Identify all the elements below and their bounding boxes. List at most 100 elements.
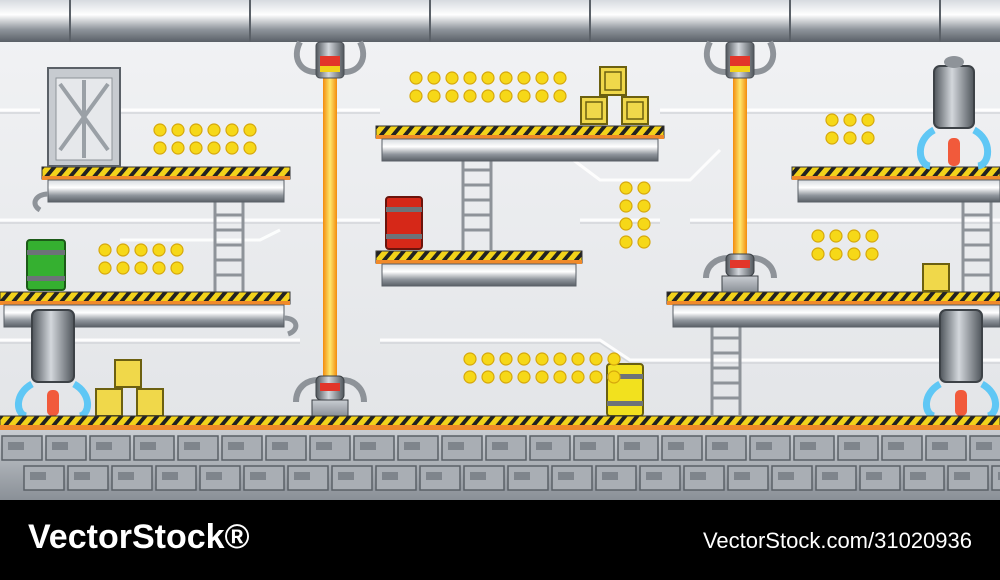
coin[interactable] [153, 141, 167, 155]
coin[interactable] [225, 123, 239, 137]
coin[interactable] [170, 243, 184, 257]
coin[interactable] [153, 123, 167, 137]
coin[interactable] [535, 370, 549, 384]
coin[interactable] [843, 131, 857, 145]
coin[interactable] [427, 71, 441, 85]
coin[interactable] [553, 352, 567, 366]
coin[interactable] [553, 370, 567, 384]
coin[interactable] [116, 261, 130, 275]
coin[interactable] [481, 370, 495, 384]
coin[interactable] [865, 247, 879, 261]
coin[interactable] [243, 123, 257, 137]
coin[interactable] [116, 243, 130, 257]
coin[interactable] [189, 141, 203, 155]
coin[interactable] [427, 89, 441, 103]
floor-tile-detail [910, 472, 926, 480]
coin[interactable] [843, 113, 857, 127]
coin[interactable] [134, 261, 148, 275]
floor-tile-detail [580, 442, 596, 450]
floor-tile-detail [448, 442, 464, 450]
platform-lower-right [666, 291, 1000, 328]
level-scene [0, 0, 1000, 500]
coin[interactable] [481, 71, 495, 85]
coin[interactable] [463, 89, 477, 103]
coin[interactable] [517, 89, 531, 103]
coin[interactable] [207, 141, 221, 155]
coin[interactable] [409, 71, 423, 85]
coin[interactable] [607, 352, 621, 366]
coin[interactable] [517, 352, 531, 366]
floor-tile-detail [998, 472, 1000, 480]
floor-tile-detail [800, 442, 816, 450]
coin[interactable] [607, 370, 621, 384]
coin[interactable] [98, 261, 112, 275]
coin[interactable] [481, 352, 495, 366]
coin[interactable] [409, 89, 423, 103]
coin[interactable] [152, 243, 166, 257]
platform-upper-right [791, 166, 1000, 203]
coin[interactable] [571, 370, 585, 384]
coin[interactable] [637, 217, 651, 231]
coin[interactable] [499, 71, 513, 85]
floor-tile-detail [404, 442, 420, 450]
coin[interactable] [535, 71, 549, 85]
coin[interactable] [499, 89, 513, 103]
coin[interactable] [445, 89, 459, 103]
coin[interactable] [861, 113, 875, 127]
coin[interactable] [170, 261, 184, 275]
coin[interactable] [517, 71, 531, 85]
coin[interactable] [535, 352, 549, 366]
coin[interactable] [535, 89, 549, 103]
coin[interactable] [152, 261, 166, 275]
coin[interactable] [171, 141, 185, 155]
coin[interactable] [445, 71, 459, 85]
coin[interactable] [171, 123, 185, 137]
capsule-machine-upper-right [916, 56, 992, 170]
floor-tile-detail [52, 442, 68, 450]
coin[interactable] [847, 247, 861, 261]
coin[interactable] [847, 229, 861, 243]
exit-door[interactable] [47, 67, 121, 167]
coin[interactable] [463, 352, 477, 366]
coin[interactable] [499, 370, 513, 384]
coin[interactable] [619, 235, 633, 249]
coin[interactable] [811, 247, 825, 261]
coin[interactable] [463, 71, 477, 85]
coin[interactable] [553, 71, 567, 85]
floor-tile-detail [976, 442, 992, 450]
coin[interactable] [553, 89, 567, 103]
coin[interactable] [637, 199, 651, 213]
coin[interactable] [499, 352, 513, 366]
coin[interactable] [517, 370, 531, 384]
coin[interactable] [619, 199, 633, 213]
coin[interactable] [861, 131, 875, 145]
coin[interactable] [829, 229, 843, 243]
coin[interactable] [571, 352, 585, 366]
coin[interactable] [825, 131, 839, 145]
coin[interactable] [134, 243, 148, 257]
coin[interactable] [481, 89, 495, 103]
coin[interactable] [637, 181, 651, 195]
barrel-red [385, 196, 423, 250]
coin[interactable] [637, 235, 651, 249]
coin[interactable] [207, 123, 221, 137]
floor-tile-detail [602, 472, 618, 480]
capsule-machine-lower-left [15, 309, 91, 420]
floor-tile-detail [184, 442, 200, 450]
floor-tile-detail [492, 442, 508, 450]
coin[interactable] [225, 141, 239, 155]
coin[interactable] [589, 370, 603, 384]
coin[interactable] [811, 229, 825, 243]
coin[interactable] [619, 181, 633, 195]
coin[interactable] [98, 243, 112, 257]
coin[interactable] [589, 352, 603, 366]
wall-background [0, 0, 1000, 420]
coin[interactable] [865, 229, 879, 243]
coin[interactable] [825, 113, 839, 127]
coin[interactable] [189, 123, 203, 137]
coin[interactable] [829, 247, 843, 261]
laser-beam-right [733, 78, 747, 258]
coin[interactable] [243, 141, 257, 155]
coin[interactable] [619, 217, 633, 231]
coin[interactable] [463, 370, 477, 384]
